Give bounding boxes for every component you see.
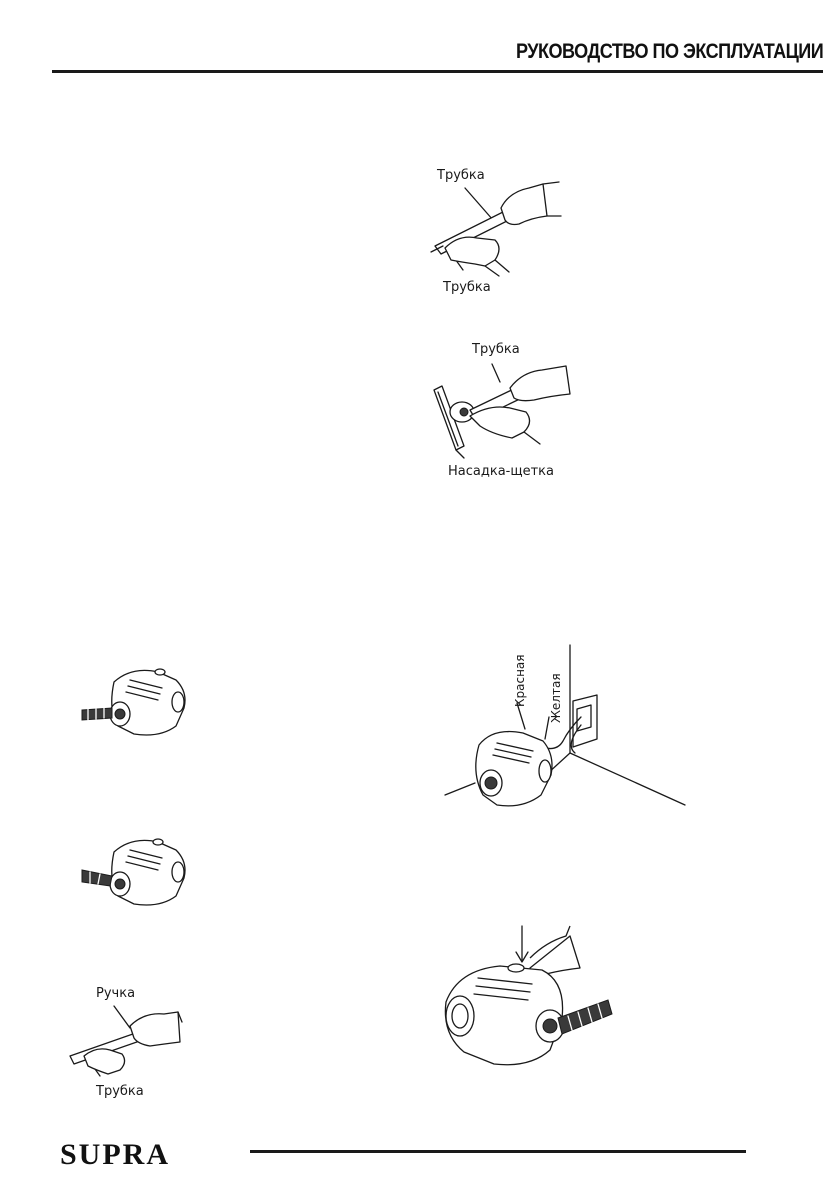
figure-label-tube-bottom: Трубка <box>443 280 491 295</box>
figure-handle-tube: Ручка Трубка <box>69 986 190 1099</box>
figure-label-cord-yellow: Желтая <box>549 673 563 723</box>
figure-hose-insert-1 <box>80 662 190 742</box>
header-divider <box>52 70 823 73</box>
vacuum-hose-insert-illustration <box>81 668 186 736</box>
figure-power-socket: Красная Желтая <box>444 644 695 820</box>
vacuum-hose-remove-illustration <box>81 838 186 906</box>
figure-label-cord-red: Красная <box>513 654 527 707</box>
figure-label-tube-top: Трубка <box>437 168 485 183</box>
press-button-illustration <box>444 925 613 1066</box>
footer-divider <box>250 1150 746 1153</box>
figure-press-button <box>438 922 618 1072</box>
handle-tube-illustration <box>69 1005 183 1077</box>
page-title: РУКОВОДСТВО ПО ЭКСПЛУАТАЦИИ <box>515 40 824 63</box>
figure-tube-connection: Трубка Трубка <box>425 168 565 298</box>
figure-brush-attachment: Трубка Насадка-щетка <box>430 342 580 479</box>
figure-label-brush-head: Насадка-щетка <box>448 464 554 479</box>
power-socket-illustration <box>444 644 686 807</box>
figure-label-handle-tube: Трубка <box>96 1084 144 1099</box>
figure-hose-insert-2 <box>80 832 190 912</box>
figure-label-handle: Ручка <box>96 986 136 1001</box>
tube-connection-illustration <box>430 181 562 277</box>
brush-attachment-illustration <box>433 363 571 459</box>
figure-label-brush-tube: Трубка <box>472 342 520 357</box>
supra-logo: SUPRA <box>60 1138 171 1171</box>
